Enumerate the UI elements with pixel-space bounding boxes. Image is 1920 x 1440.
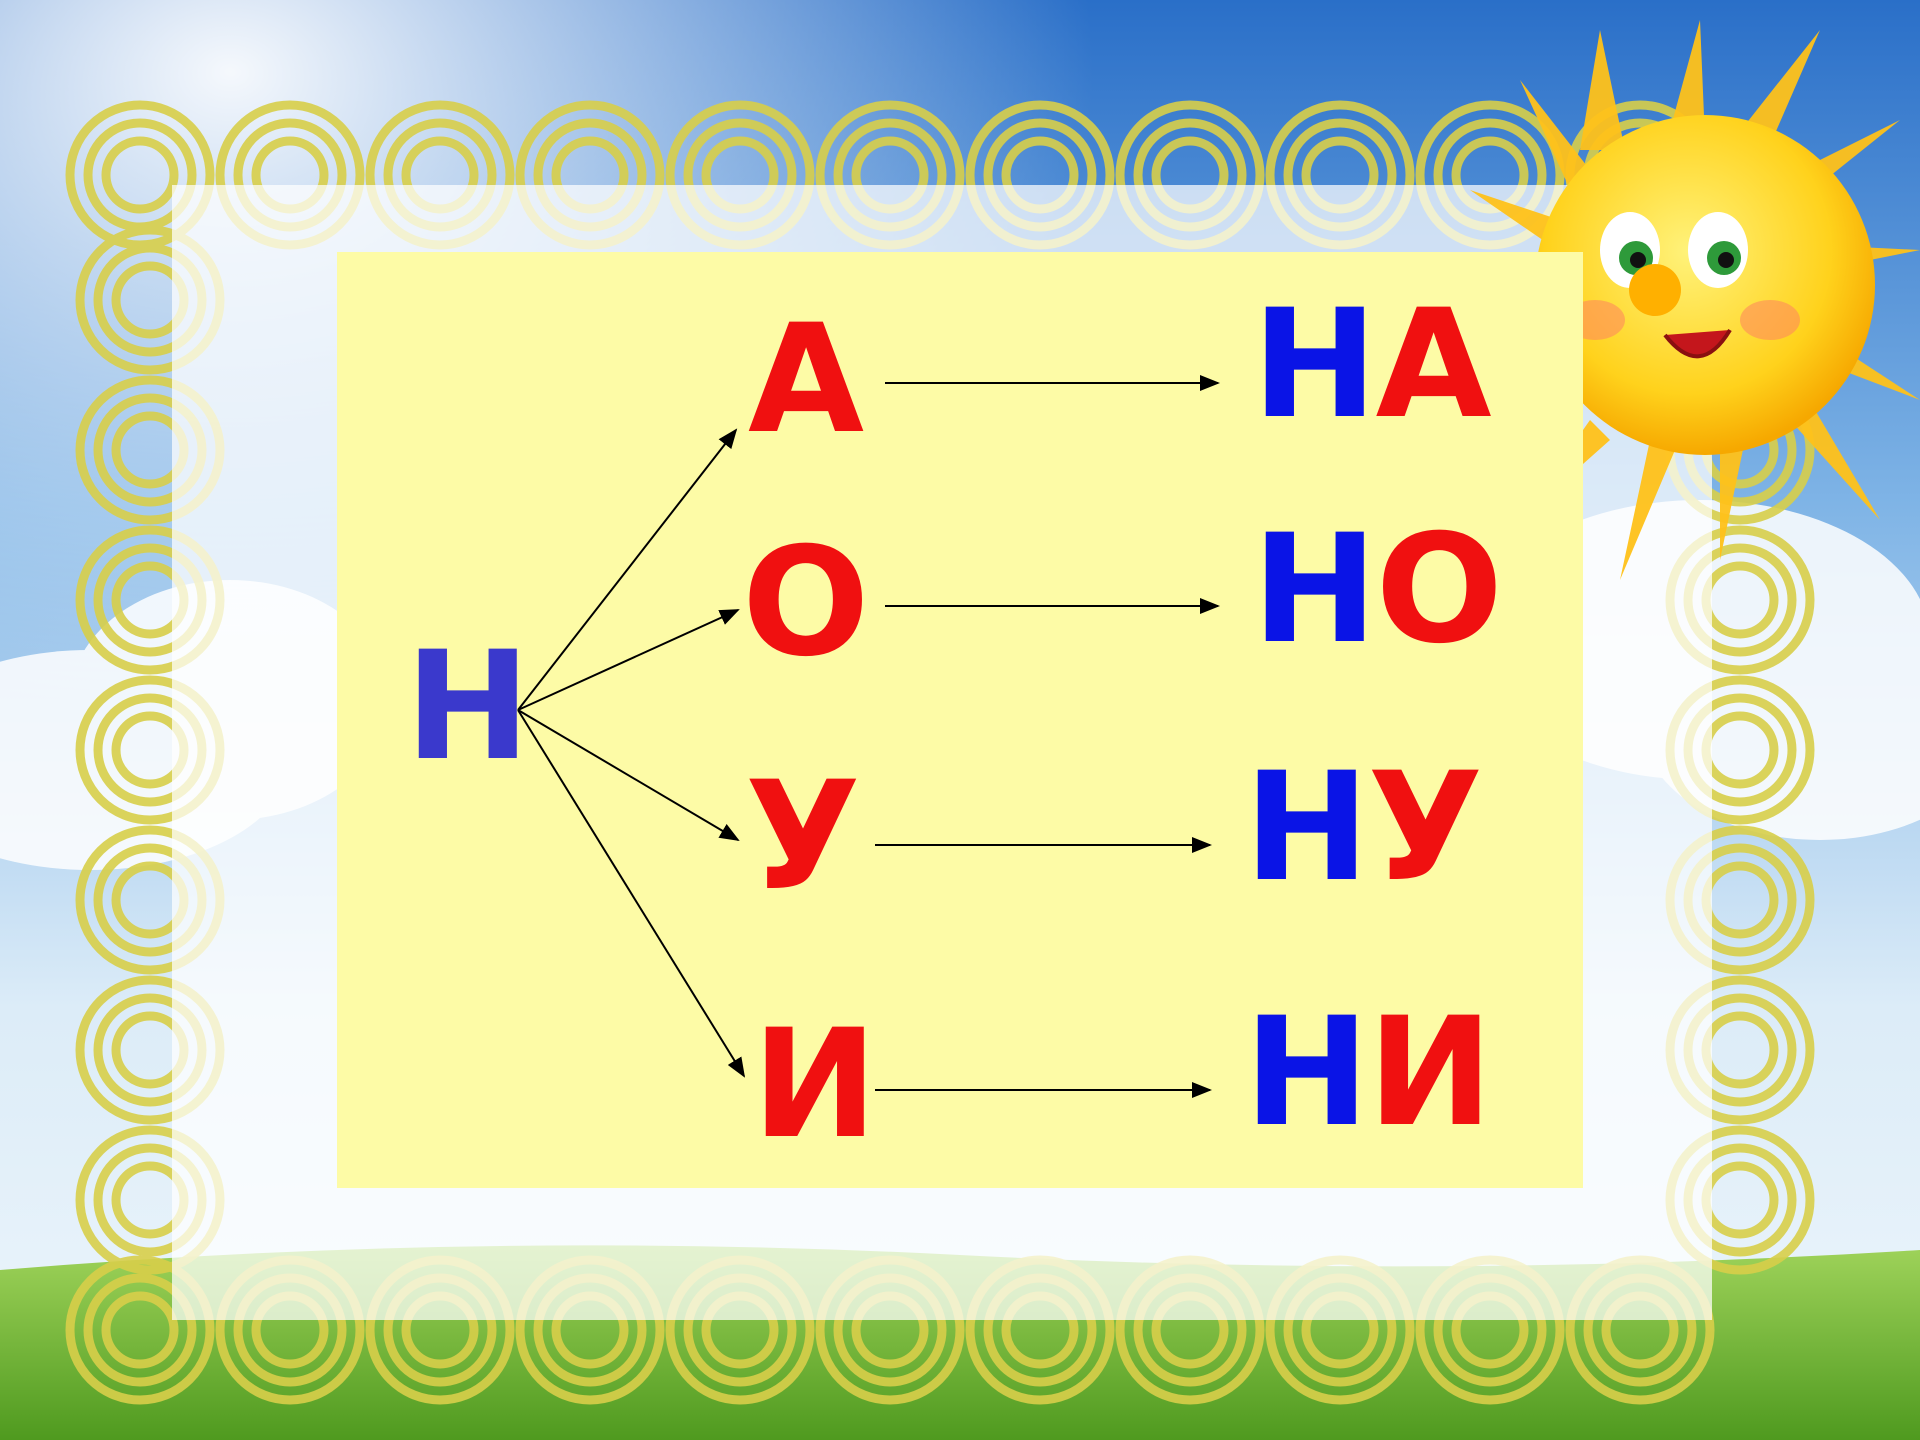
syllable-vowel: О [1375, 503, 1504, 677]
frame-ring [101, 136, 179, 214]
syllable-consonant: Н [1252, 503, 1378, 677]
syllable-consonant: Н [1244, 986, 1370, 1160]
vowel-a: А [748, 293, 864, 467]
syllable-nu: НУ [1244, 753, 1483, 903]
syllable-consonant: Н [1244, 741, 1370, 915]
frame-ring [83, 1273, 197, 1387]
syllable-na: НА [1252, 290, 1492, 440]
vowel-u: У [745, 750, 861, 924]
syllable-consonant: Н [1252, 278, 1378, 452]
root-letter: Н [405, 620, 531, 794]
syllable-ni: НИ [1244, 998, 1493, 1148]
vowel-i: И [752, 998, 878, 1172]
syllable-vowel: И [1367, 986, 1494, 1160]
frame-ring [65, 1255, 215, 1405]
sun-icon [1470, 20, 1920, 580]
syllable-no: НО [1252, 515, 1503, 665]
vowel-o: О [742, 516, 870, 690]
syllable-vowel: У [1367, 741, 1484, 915]
syllable-vowel: А [1375, 278, 1492, 452]
frame-ring [101, 1291, 179, 1369]
